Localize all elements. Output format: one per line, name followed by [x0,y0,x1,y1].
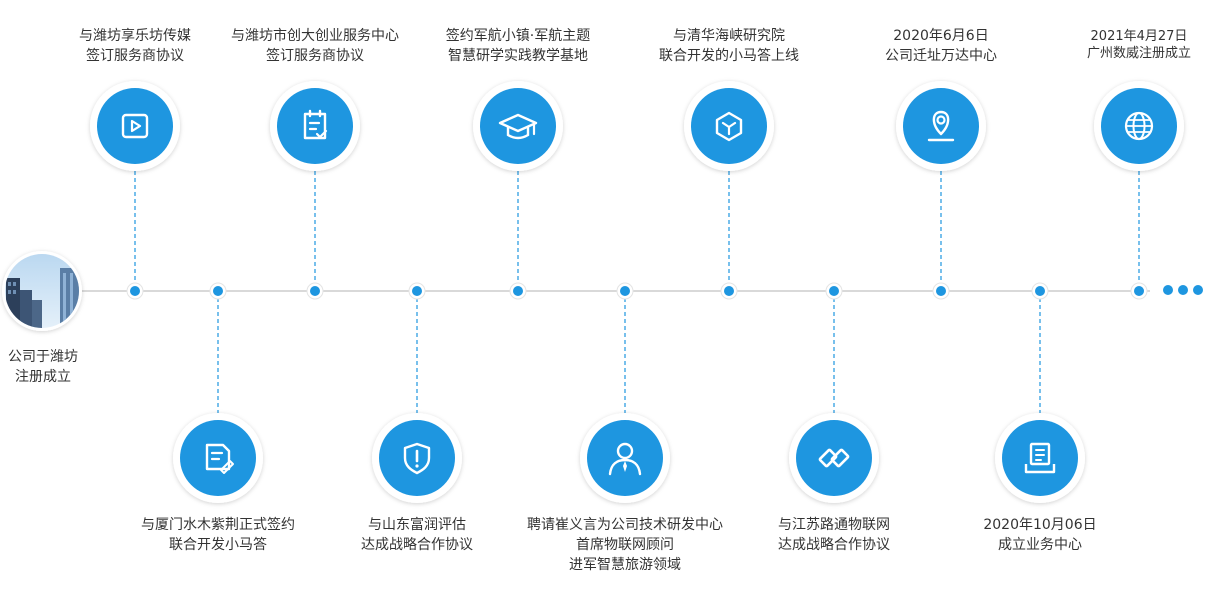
event-title-line1: 与厦门水木紫荆正式签约 [141,517,295,533]
map-pin-icon [927,110,955,142]
event-title-line2: 智慧研学实践教学基地 [447,48,588,64]
event-title-line1: 2021年4月27日 [1090,29,1188,44]
start-label: 公司于潍坊 注册成立 [8,347,78,387]
event-title-line3: 进军智慧旅游领域 [569,557,681,573]
top-event-label: 与潍坊市创大创业服务中心 签订服务商协议 [231,26,399,66]
ellipsis-icon [1163,285,1203,295]
ellipsis-dot [1193,285,1203,295]
ellipsis-dot [1163,285,1173,295]
timeline-dot [724,286,734,296]
top-event-node [1094,81,1184,300]
event-title-line1: 与潍坊市创大创业服务中心 [231,28,399,44]
icon-badge [903,88,979,164]
bottom-event-label: 2020年10月06日 成立业务中心 [983,515,1096,555]
link-icon [818,448,850,468]
event-title-line1: 与潍坊享乐坊传媒 [79,28,191,44]
top-event-node [90,81,180,300]
top-event-label: 2021年4月27日 广州数威注册成立 [1087,28,1191,62]
timeline-dot [620,286,630,296]
event-title-line2: 成立业务中心 [997,537,1082,553]
timeline-dot [513,286,523,296]
bottom-event-label: 聘请崔义言为公司技术研发中心 首席物联网顾问 进军智慧旅游领域 [527,515,723,575]
top-event-node [896,81,986,300]
event-title-line2: 广州数威注册成立 [1086,46,1192,61]
document-edit-icon [205,443,234,474]
top-event-node [473,81,563,300]
bottom-event-node [580,282,670,503]
bottom-event-node [995,282,1085,503]
bottom-event-label: 与厦门水木紫荆正式签约 联合开发小马答 [141,515,295,555]
cube-icon [715,111,743,142]
timeline-dot [1134,286,1144,296]
top-event-label: 2020年6月6日 公司迁址万达中心 [885,26,997,66]
bottom-event-node [173,282,263,503]
icon-badge [480,88,556,164]
timeline-dot [412,286,422,296]
timeline-dot [829,286,839,296]
event-title-line2: 联合开发小马答 [169,537,267,553]
timeline-dot [130,286,140,296]
top-event-label: 与潍坊享乐坊传媒 签订服务商协议 [79,26,191,66]
icon-badge [1002,420,1078,496]
event-title-line2: 达成战略合作协议 [778,537,890,553]
shield-alert-icon [403,442,431,475]
clipboard-check-icon [303,109,328,140]
start-label-line2: 注册成立 [15,369,71,385]
event-title-line2: 签订服务商协议 [266,48,364,64]
top-event-label: 签约军航小镇·军航主题 智慧研学实践教学基地 [446,26,590,66]
event-title-line2: 首席物联网顾问 [576,537,674,553]
book-stand-icon [1024,442,1056,474]
icon-badge [277,88,353,164]
event-title-line1: 与江苏路通物联网 [778,517,890,533]
start-photo [2,251,82,331]
timeline-dot [310,286,320,296]
top-event-label: 与清华海峡研究院 联合开发的小马答上线 [659,26,799,66]
globe-icon [1124,111,1154,141]
event-title-line2: 公司迁址万达中心 [885,48,997,64]
event-title-line1: 与清华海峡研究院 [673,28,785,44]
event-title-line2: 签订服务商协议 [86,48,184,64]
start-label-line1: 公司于潍坊 [8,349,78,365]
play-screen-icon [121,113,149,139]
timeline-dot [213,286,223,296]
event-title-line2: 达成战略合作协议 [361,537,473,553]
icon-badge [97,88,173,164]
ellipsis-dot [1178,285,1188,295]
event-title-line1: 2020年10月06日 [983,517,1097,533]
top-event-node [684,81,774,300]
event-title-line1: 签约军航小镇·军航主题 [445,28,591,44]
event-title-line1: 2020年6月6日 [893,28,989,44]
event-title-line1: 聘请崔义言为公司技术研发中心 [527,517,723,533]
event-title-line1: 与山东富润评估 [368,517,466,533]
bottom-event-label: 与山东富润评估 达成战略合作协议 [361,515,473,555]
timeline-dot [936,286,946,296]
bottom-event-label: 与江苏路通物联网 达成战略合作协议 [778,515,890,555]
top-event-node [270,81,360,300]
bottom-event-node [372,282,462,503]
person-tie-icon [608,442,642,476]
event-title-line2: 联合开发的小马答上线 [659,48,799,64]
graduation-cap-icon [498,113,538,140]
timeline-dot [1035,286,1045,296]
bottom-event-node [789,282,879,503]
